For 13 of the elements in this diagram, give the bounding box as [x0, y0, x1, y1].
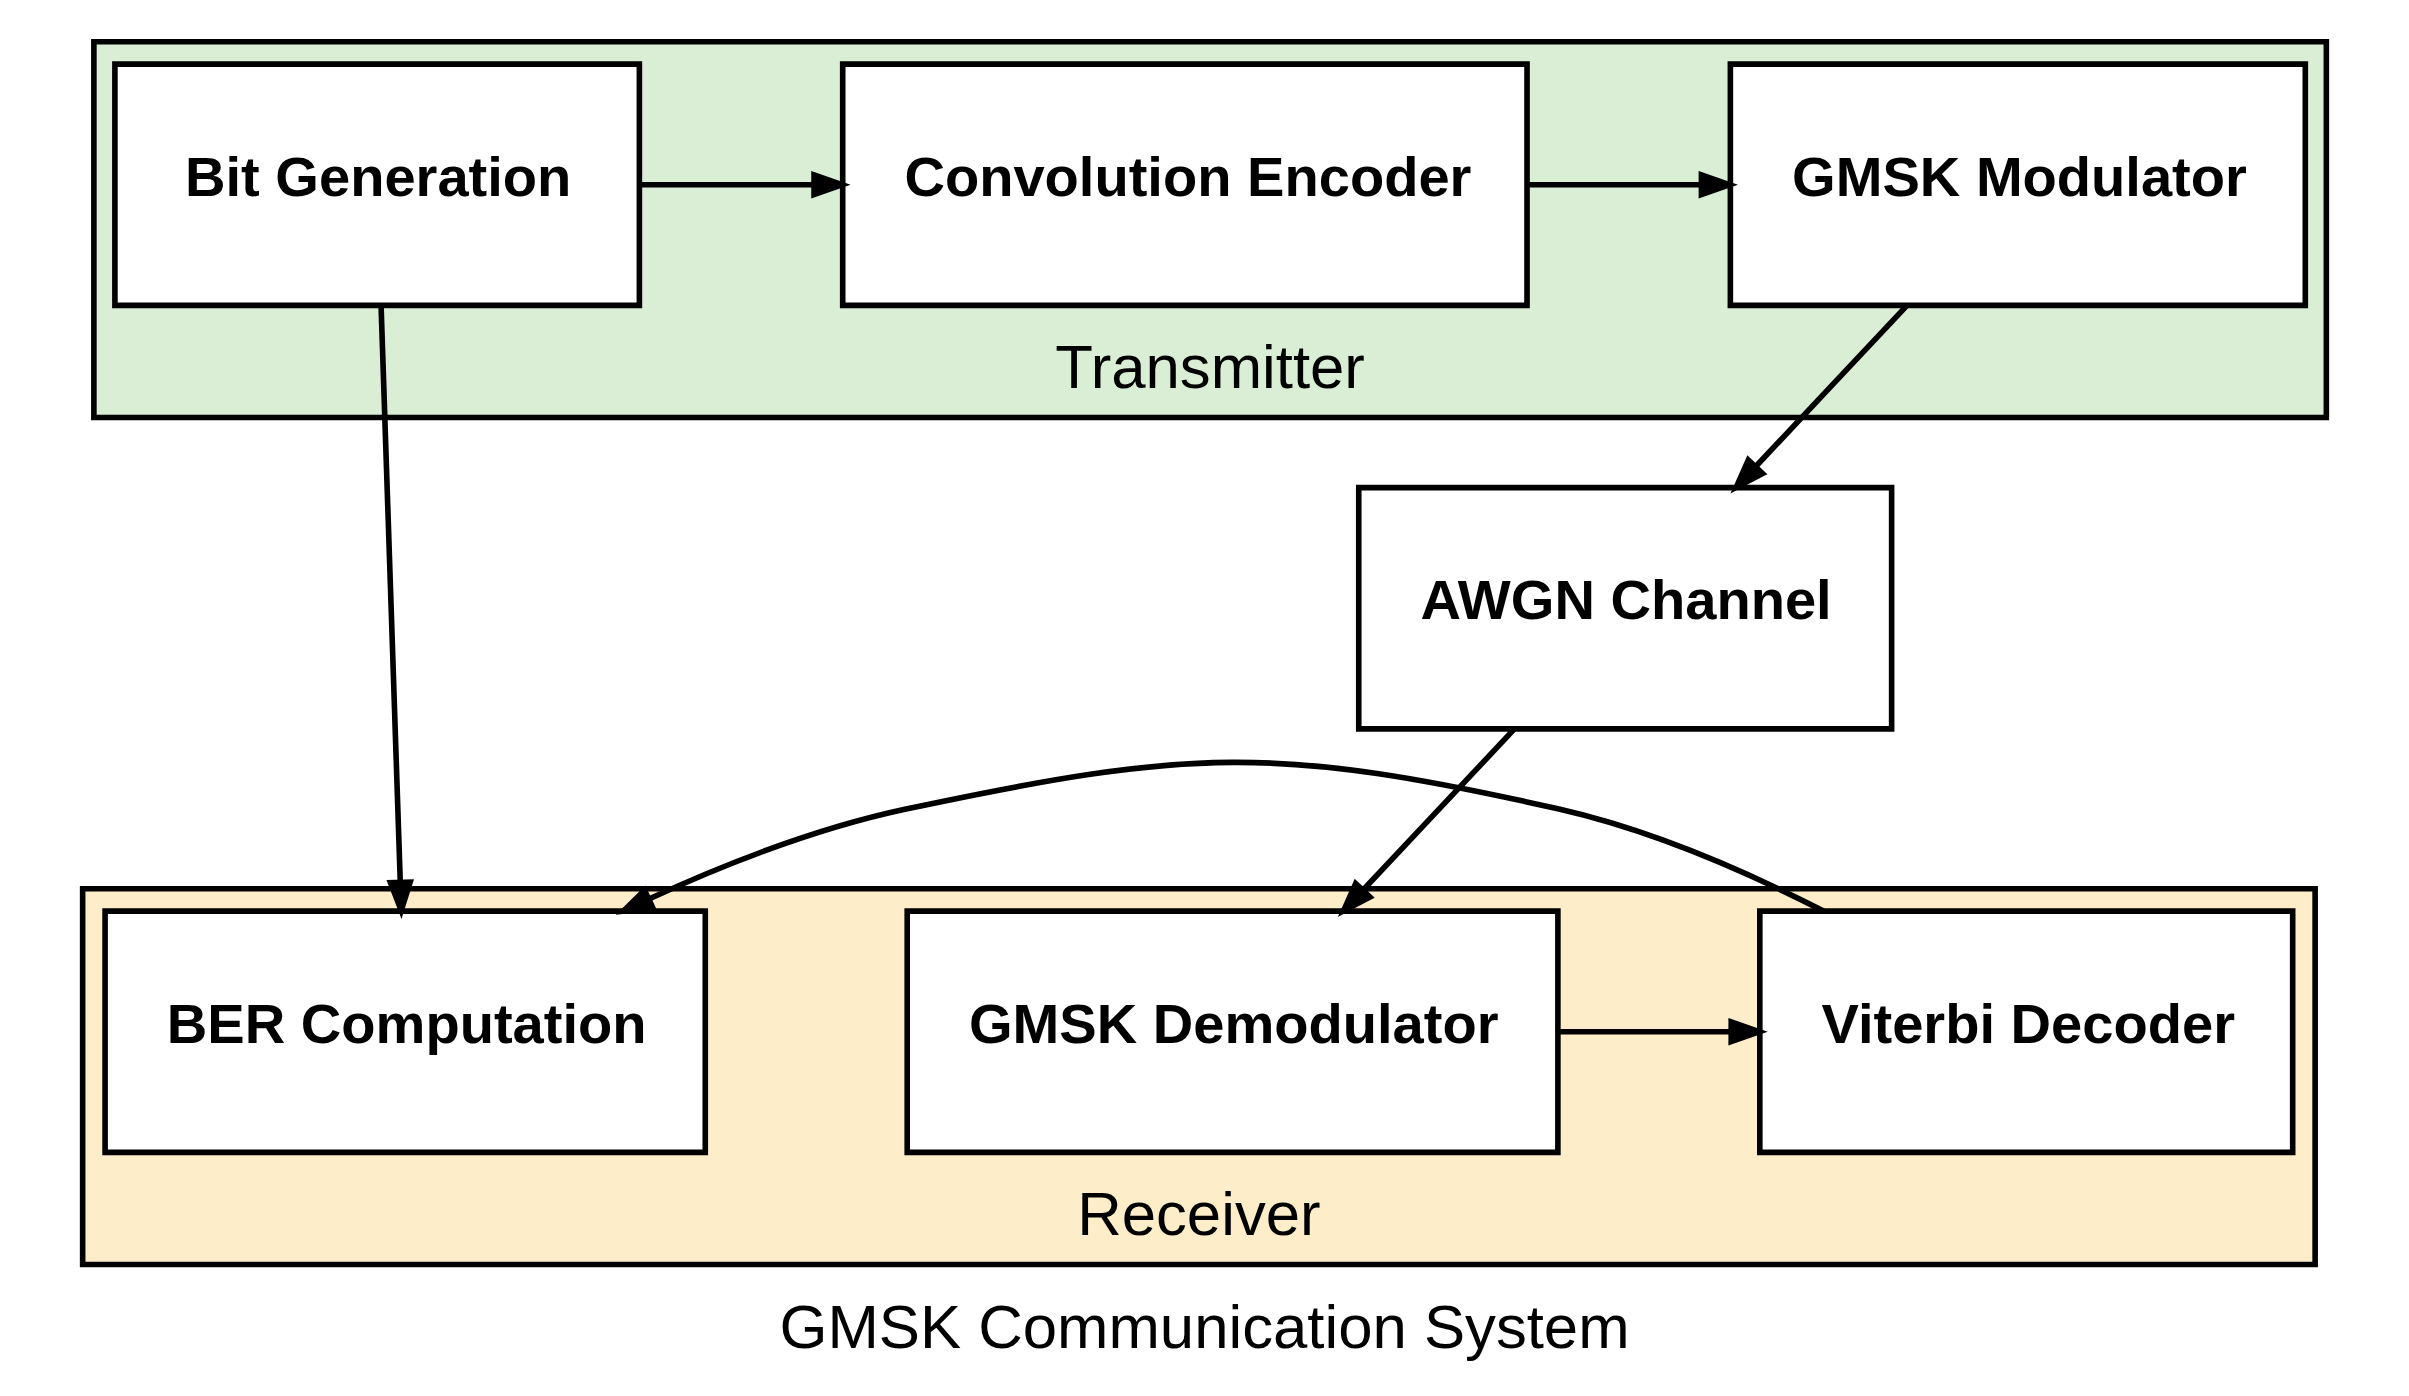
- node-box: AWGN Channel: [1355, 484, 1895, 732]
- arrow: [639, 171, 851, 199]
- arrow: [378, 305, 414, 919]
- node-box: GMSK Demodulator: [904, 908, 1561, 1156]
- node-box: Viterbi Decoder: [1757, 908, 2296, 1156]
- arrow: [1527, 171, 1738, 199]
- node-box: Convolution Encoder: [839, 61, 1530, 309]
- caption: GMSK Communication System: [779, 1291, 1630, 1361]
- arrow: [1558, 1017, 1768, 1046]
- node-box: Bit Generation: [112, 61, 643, 309]
- node-box: GMSK Modulator: [1727, 61, 2309, 309]
- node-box: BER Computation: [102, 908, 709, 1156]
- arrow: [615, 759, 1825, 915]
